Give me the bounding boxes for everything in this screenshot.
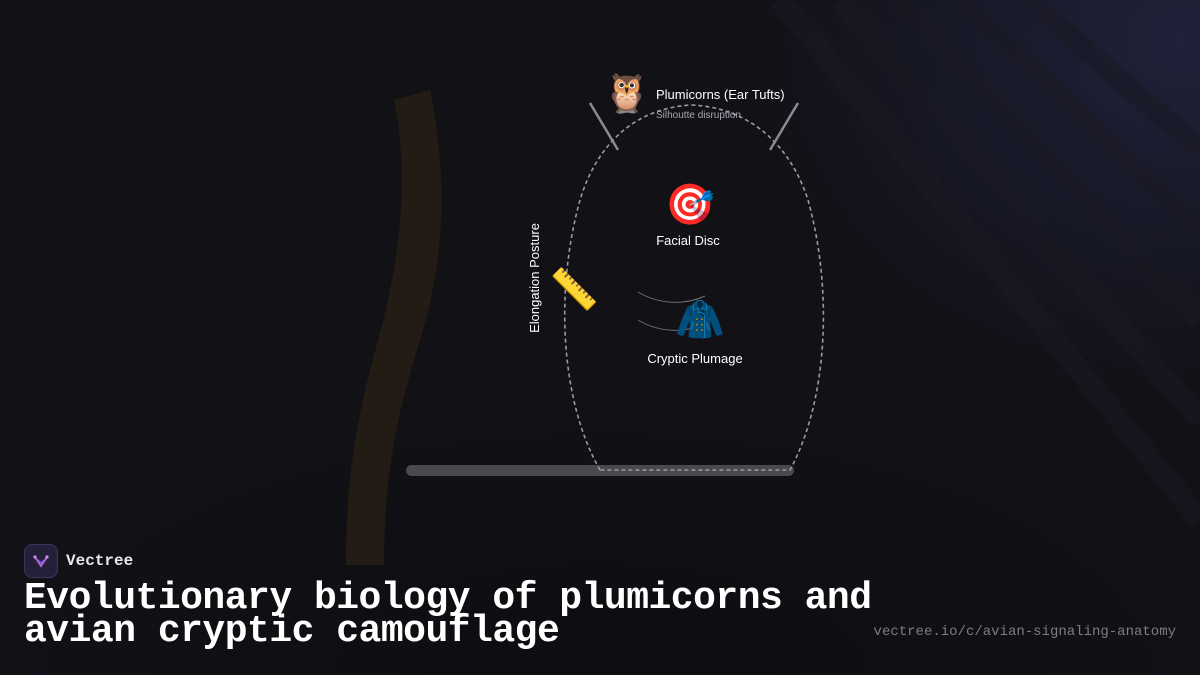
elongation-posture-label: Elongation Posture — [527, 223, 542, 333]
perch-branch — [406, 465, 794, 476]
tree-branch — [346, 90, 442, 565]
left-ear-tuft — [588, 102, 620, 151]
target-icon: 🎯 — [665, 182, 715, 228]
page-title: Evolutionary biology of plumicorns and a… — [24, 577, 872, 653]
ear-tufts-sublabel: Silhoutte disruption — [656, 110, 741, 121]
brand: Vectree — [24, 544, 133, 578]
owl-body-outline — [563, 104, 825, 471]
ruler-icon: 📏 — [549, 266, 599, 313]
source-url[interactable]: vectree.io/c/avian-signaling-anatomy — [873, 624, 1176, 640]
coat-icon: 🧥 — [675, 297, 725, 343]
facial-disc-label: Facial Disc — [656, 233, 720, 248]
vectree-logo-icon — [24, 544, 58, 578]
cryptic-plumage-label: Cryptic Plumage — [647, 351, 742, 366]
brand-name: Vectree — [66, 552, 134, 570]
plumage-pattern-line — [637, 291, 706, 303]
plumage-pattern-line — [637, 319, 706, 331]
owl-icon: 🦉 — [603, 71, 650, 115]
ear-tufts-label: Plumicorns (Ear Tufts) — [656, 87, 785, 102]
right-ear-tuft — [768, 102, 800, 151]
